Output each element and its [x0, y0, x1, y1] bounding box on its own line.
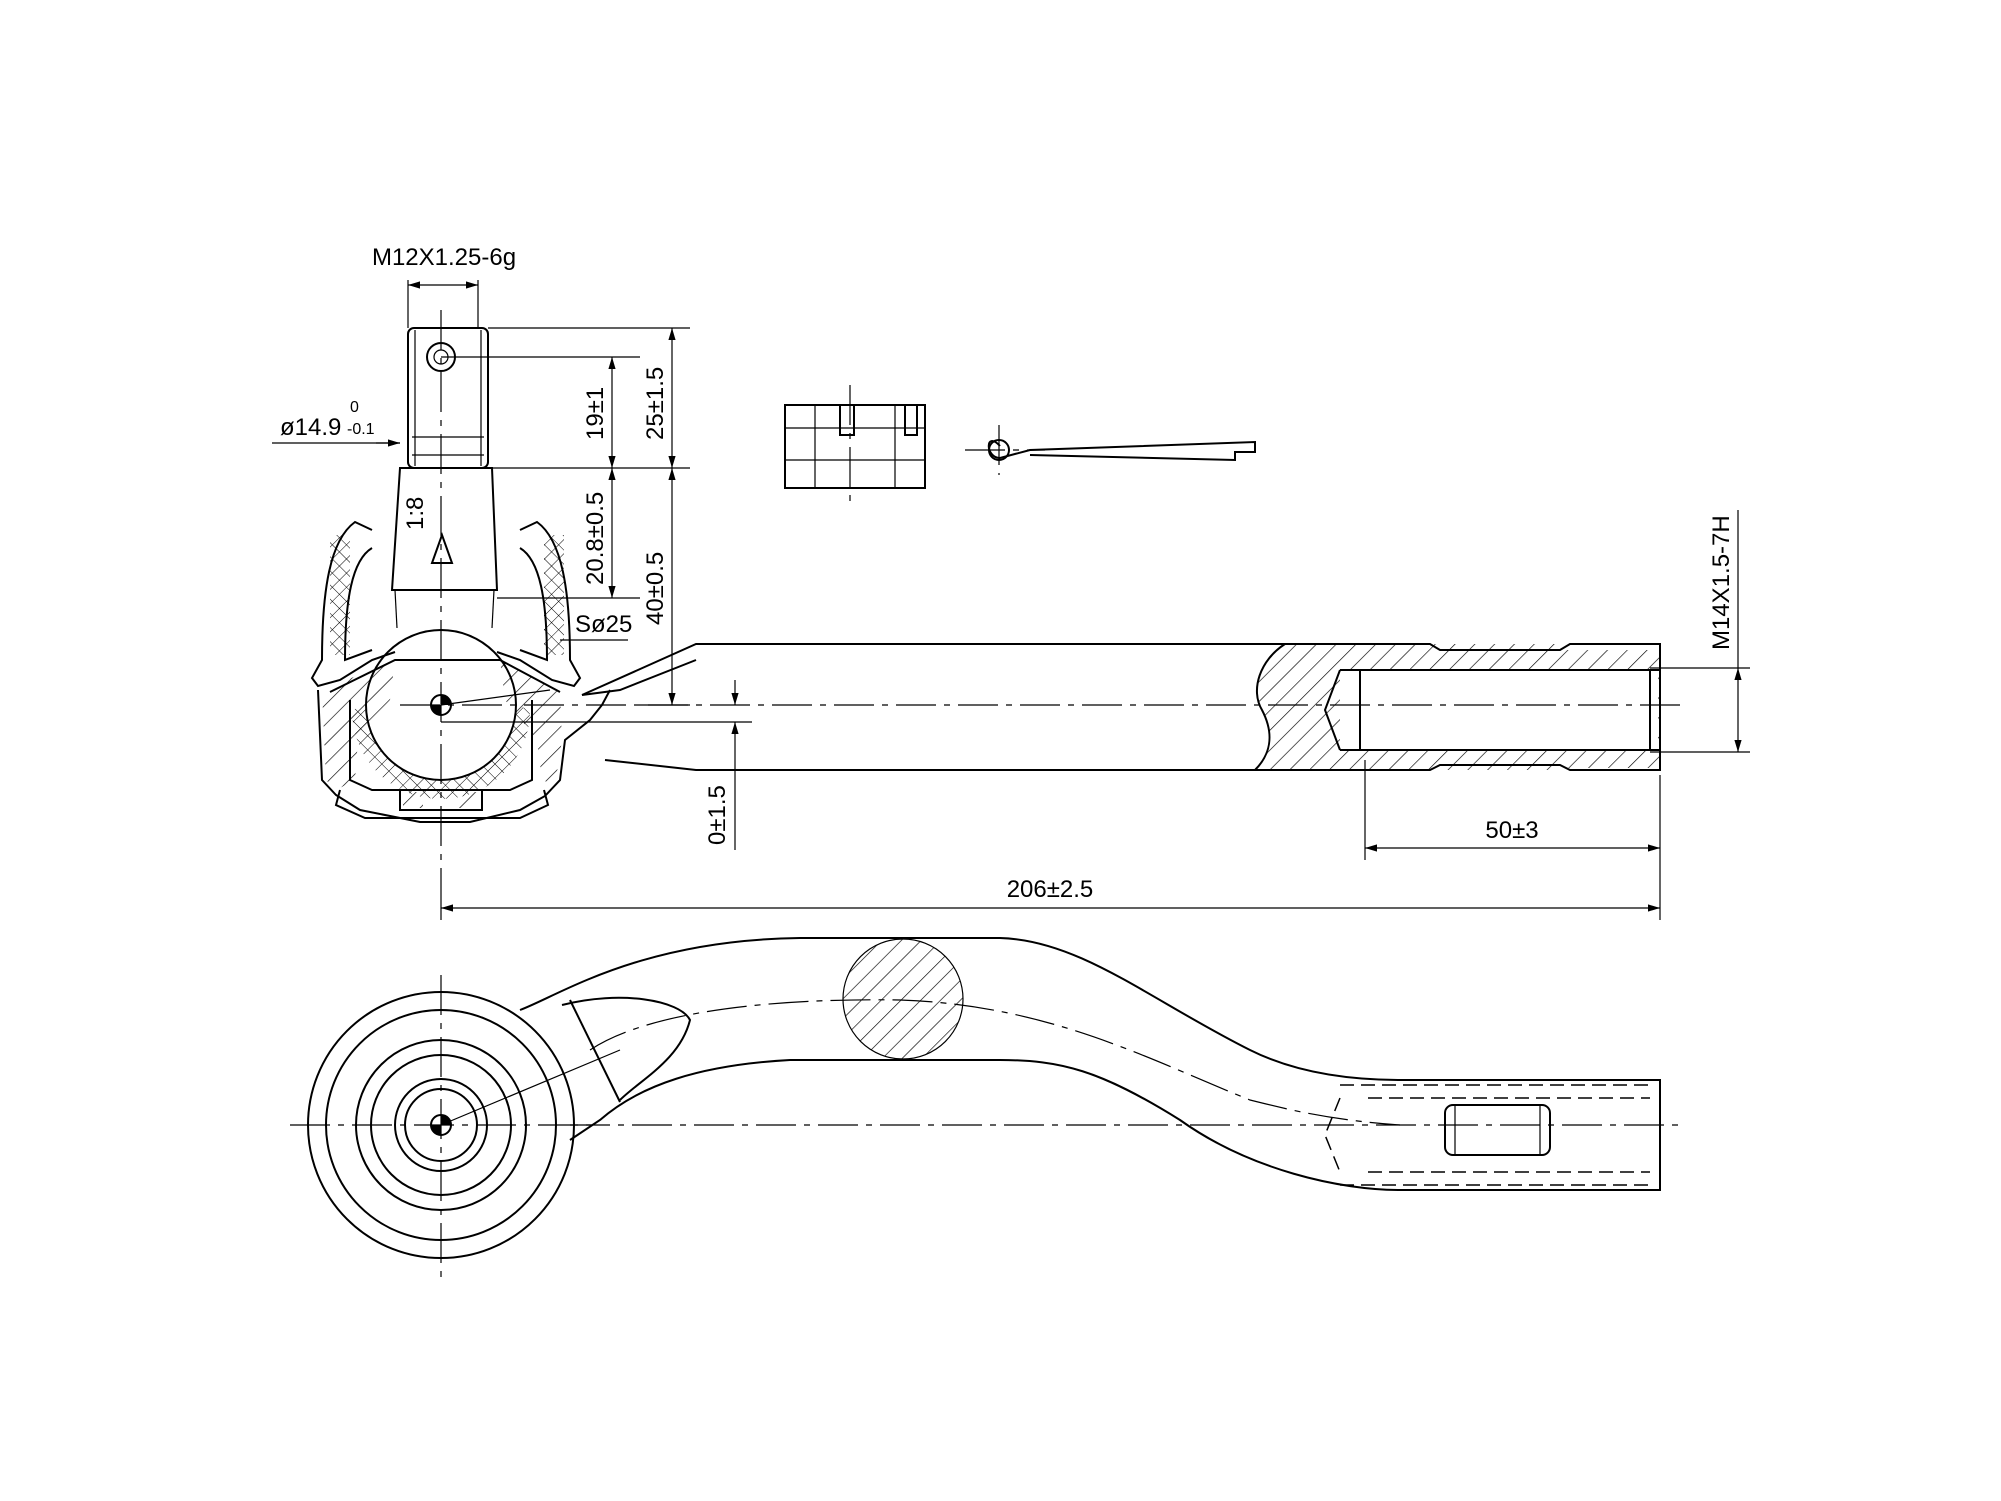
- dim-40-label: 40±0.5: [642, 552, 669, 625]
- dim-50-label: 50±3: [1485, 817, 1538, 844]
- castle-nut: [784, 385, 926, 505]
- dim-25-label: 25±1.5: [642, 367, 669, 440]
- thread-end-label: M14X1.5-7H: [1708, 515, 1735, 650]
- dim-20-8-label: 20.8±0.5: [582, 492, 609, 585]
- stud-tol-upper: 0: [350, 399, 359, 416]
- housing: [317, 629, 611, 823]
- dim-206-label: 206±2.5: [1007, 876, 1094, 903]
- stud: [390, 327, 499, 629]
- offset-label: 0±1.5: [704, 785, 731, 845]
- dimensions: M12X1.25-6g ø14.9 0 -0.1 1:8 19±1 25±1.5…: [272, 244, 1750, 920]
- dim-19-label: 19±1: [582, 387, 609, 440]
- cotter-pin: [965, 425, 1256, 475]
- side-section-view: [310, 310, 1680, 880]
- thread-stud-label: M12X1.25-6g: [372, 244, 516, 271]
- stud-diameter-label: ø14.9: [280, 414, 341, 441]
- arm: [581, 643, 1661, 771]
- taper-label: 1:8: [402, 497, 429, 530]
- ball-label: Sø25: [575, 611, 632, 638]
- plan-view: [290, 937, 1680, 1280]
- stud-tol-lower: -0.1: [347, 421, 375, 438]
- dust-boot: [310, 520, 582, 688]
